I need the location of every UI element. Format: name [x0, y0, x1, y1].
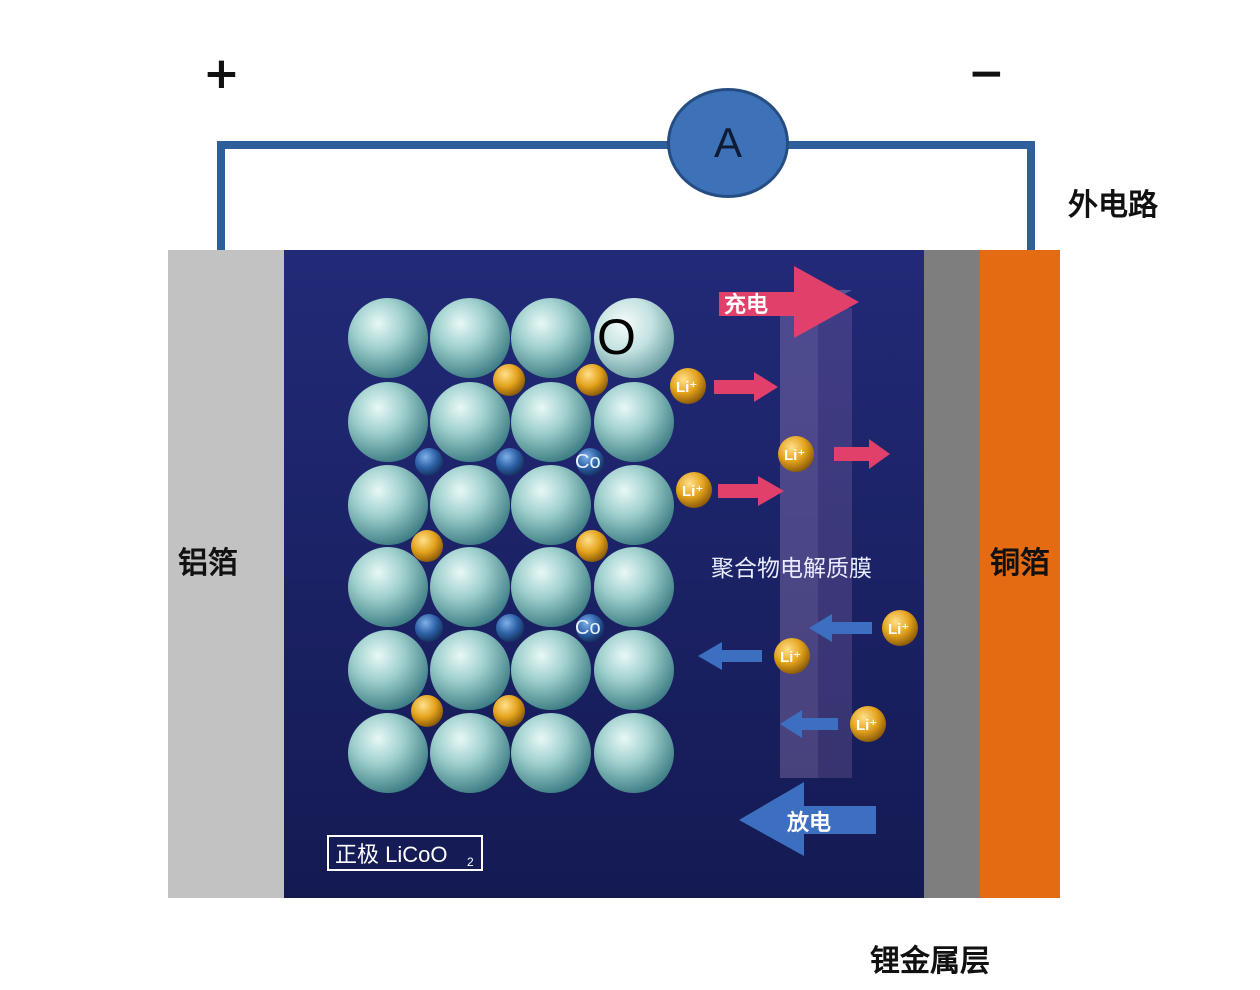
oxygen-sphere — [511, 298, 591, 378]
li-ion: Li⁺ — [778, 436, 814, 472]
cobalt-label-1: Co — [575, 451, 601, 473]
cathode-subscript: 2 — [467, 855, 474, 869]
charge-label: 充电 — [724, 292, 768, 317]
oxygen-sphere — [511, 713, 591, 793]
lithium-atom — [411, 695, 443, 727]
li-ion-label: Li⁺ — [682, 483, 703, 500]
lattice-lithium-atoms — [411, 364, 608, 727]
ammeter-label: A — [713, 119, 742, 166]
oxygen-sphere — [594, 630, 674, 710]
lithium-atom — [493, 364, 525, 396]
oxygen-sphere — [348, 465, 428, 545]
blue-arrow — [809, 614, 872, 642]
oxygen-sphere — [430, 465, 510, 545]
positive-terminal-sign: + — [203, 48, 240, 99]
oxygen-sphere — [430, 630, 510, 710]
oxygen-sphere — [430, 298, 510, 378]
wire-to-copper — [1027, 141, 1035, 254]
cathode-label-box: 正极 LiCoO 2 — [327, 835, 483, 871]
pink-arrow — [834, 439, 890, 469]
cobalt-atom — [496, 614, 524, 642]
external-wire-left — [217, 141, 669, 149]
li-ion: Li⁺ — [774, 638, 810, 674]
li-ion-label: Li⁺ — [780, 649, 801, 666]
electrolyte-label: 聚合物电解质膜 — [711, 555, 872, 581]
li-ion: Li⁺ — [676, 472, 712, 508]
oxygen-sphere — [348, 547, 428, 627]
cobalt-atoms — [415, 448, 604, 642]
li-ion-label: Li⁺ — [888, 621, 909, 638]
lithium-atom — [493, 695, 525, 727]
electrolyte-membrane — [780, 290, 852, 778]
oxygen-sphere — [430, 547, 510, 627]
oxygen-sphere — [511, 465, 591, 545]
discharge-arrow: 放电 — [739, 782, 876, 856]
lithium-atom — [576, 530, 608, 562]
li-ion: Li⁺ — [882, 610, 918, 646]
cobalt-atom — [576, 614, 604, 642]
oxygen-sphere — [430, 713, 510, 793]
oxygen-sphere — [594, 465, 674, 545]
copper-foil-label: 铜箔 — [990, 546, 1050, 581]
copper-foil: 铜箔 — [980, 250, 1060, 898]
li-ion: Li⁺ — [670, 368, 706, 404]
cathode-label: 正极 LiCoO — [335, 842, 447, 867]
discharging-ion-arrows — [698, 614, 872, 738]
pink-arrow — [714, 372, 778, 402]
oxygen-sphere — [594, 547, 674, 627]
aluminum-foil: 铝箔 — [168, 250, 284, 898]
oxygen-sphere — [348, 713, 428, 793]
lithium-atom — [411, 530, 443, 562]
external-circuit-label: 外电路 — [1068, 188, 1158, 223]
aluminum-foil-label: 铝箔 — [178, 546, 238, 581]
ammeter: A — [667, 88, 789, 198]
wire-to-aluminum — [217, 141, 225, 254]
lithium-metal-layer-label: 锂金属层 — [870, 944, 990, 979]
charge-arrow: 充电 — [719, 266, 859, 338]
oxygen-sphere-highlighted — [594, 298, 674, 378]
oxygen-sphere — [348, 630, 428, 710]
lithium-atom — [576, 364, 608, 396]
li-ion-label: Li⁺ — [676, 379, 697, 396]
oxygen-sphere — [348, 382, 428, 462]
li-ion-label: Li⁺ — [784, 447, 805, 464]
oxygen-sphere — [430, 382, 510, 462]
li-ion: Li⁺ — [850, 706, 886, 742]
charging-ion-arrows — [714, 372, 890, 506]
oxygen-sphere — [594, 713, 674, 793]
oxygen-sphere — [348, 298, 428, 378]
discharge-label: 放电 — [786, 810, 831, 835]
oxygen-sphere — [511, 630, 591, 710]
oxygen-sphere — [594, 382, 674, 462]
cell-illustration: O Co Co 充电 放电 Li⁺ Li⁺ Li⁺ Li⁺ Li — [284, 250, 924, 898]
negative-terminal-sign: − — [968, 48, 1005, 99]
cobalt-atom — [415, 614, 443, 642]
oxygen-spheres — [348, 298, 674, 793]
cobalt-atom — [576, 448, 604, 476]
cobalt-atom — [415, 448, 443, 476]
blue-arrow — [698, 642, 762, 670]
lithium-metal-layer — [924, 250, 980, 898]
external-wire-right — [787, 141, 1035, 149]
cell-interior: O Co Co 充电 放电 Li⁺ Li⁺ Li⁺ Li⁺ Li — [284, 250, 924, 898]
cobalt-label-2: Co — [575, 617, 601, 639]
cobalt-atom — [496, 448, 524, 476]
oxygen-sphere — [511, 382, 591, 462]
blue-arrow — [780, 710, 838, 738]
oxygen-label: O — [597, 309, 636, 365]
oxygen-sphere — [511, 547, 591, 627]
pink-arrow — [718, 476, 784, 506]
li-ion-label: Li⁺ — [856, 717, 877, 734]
